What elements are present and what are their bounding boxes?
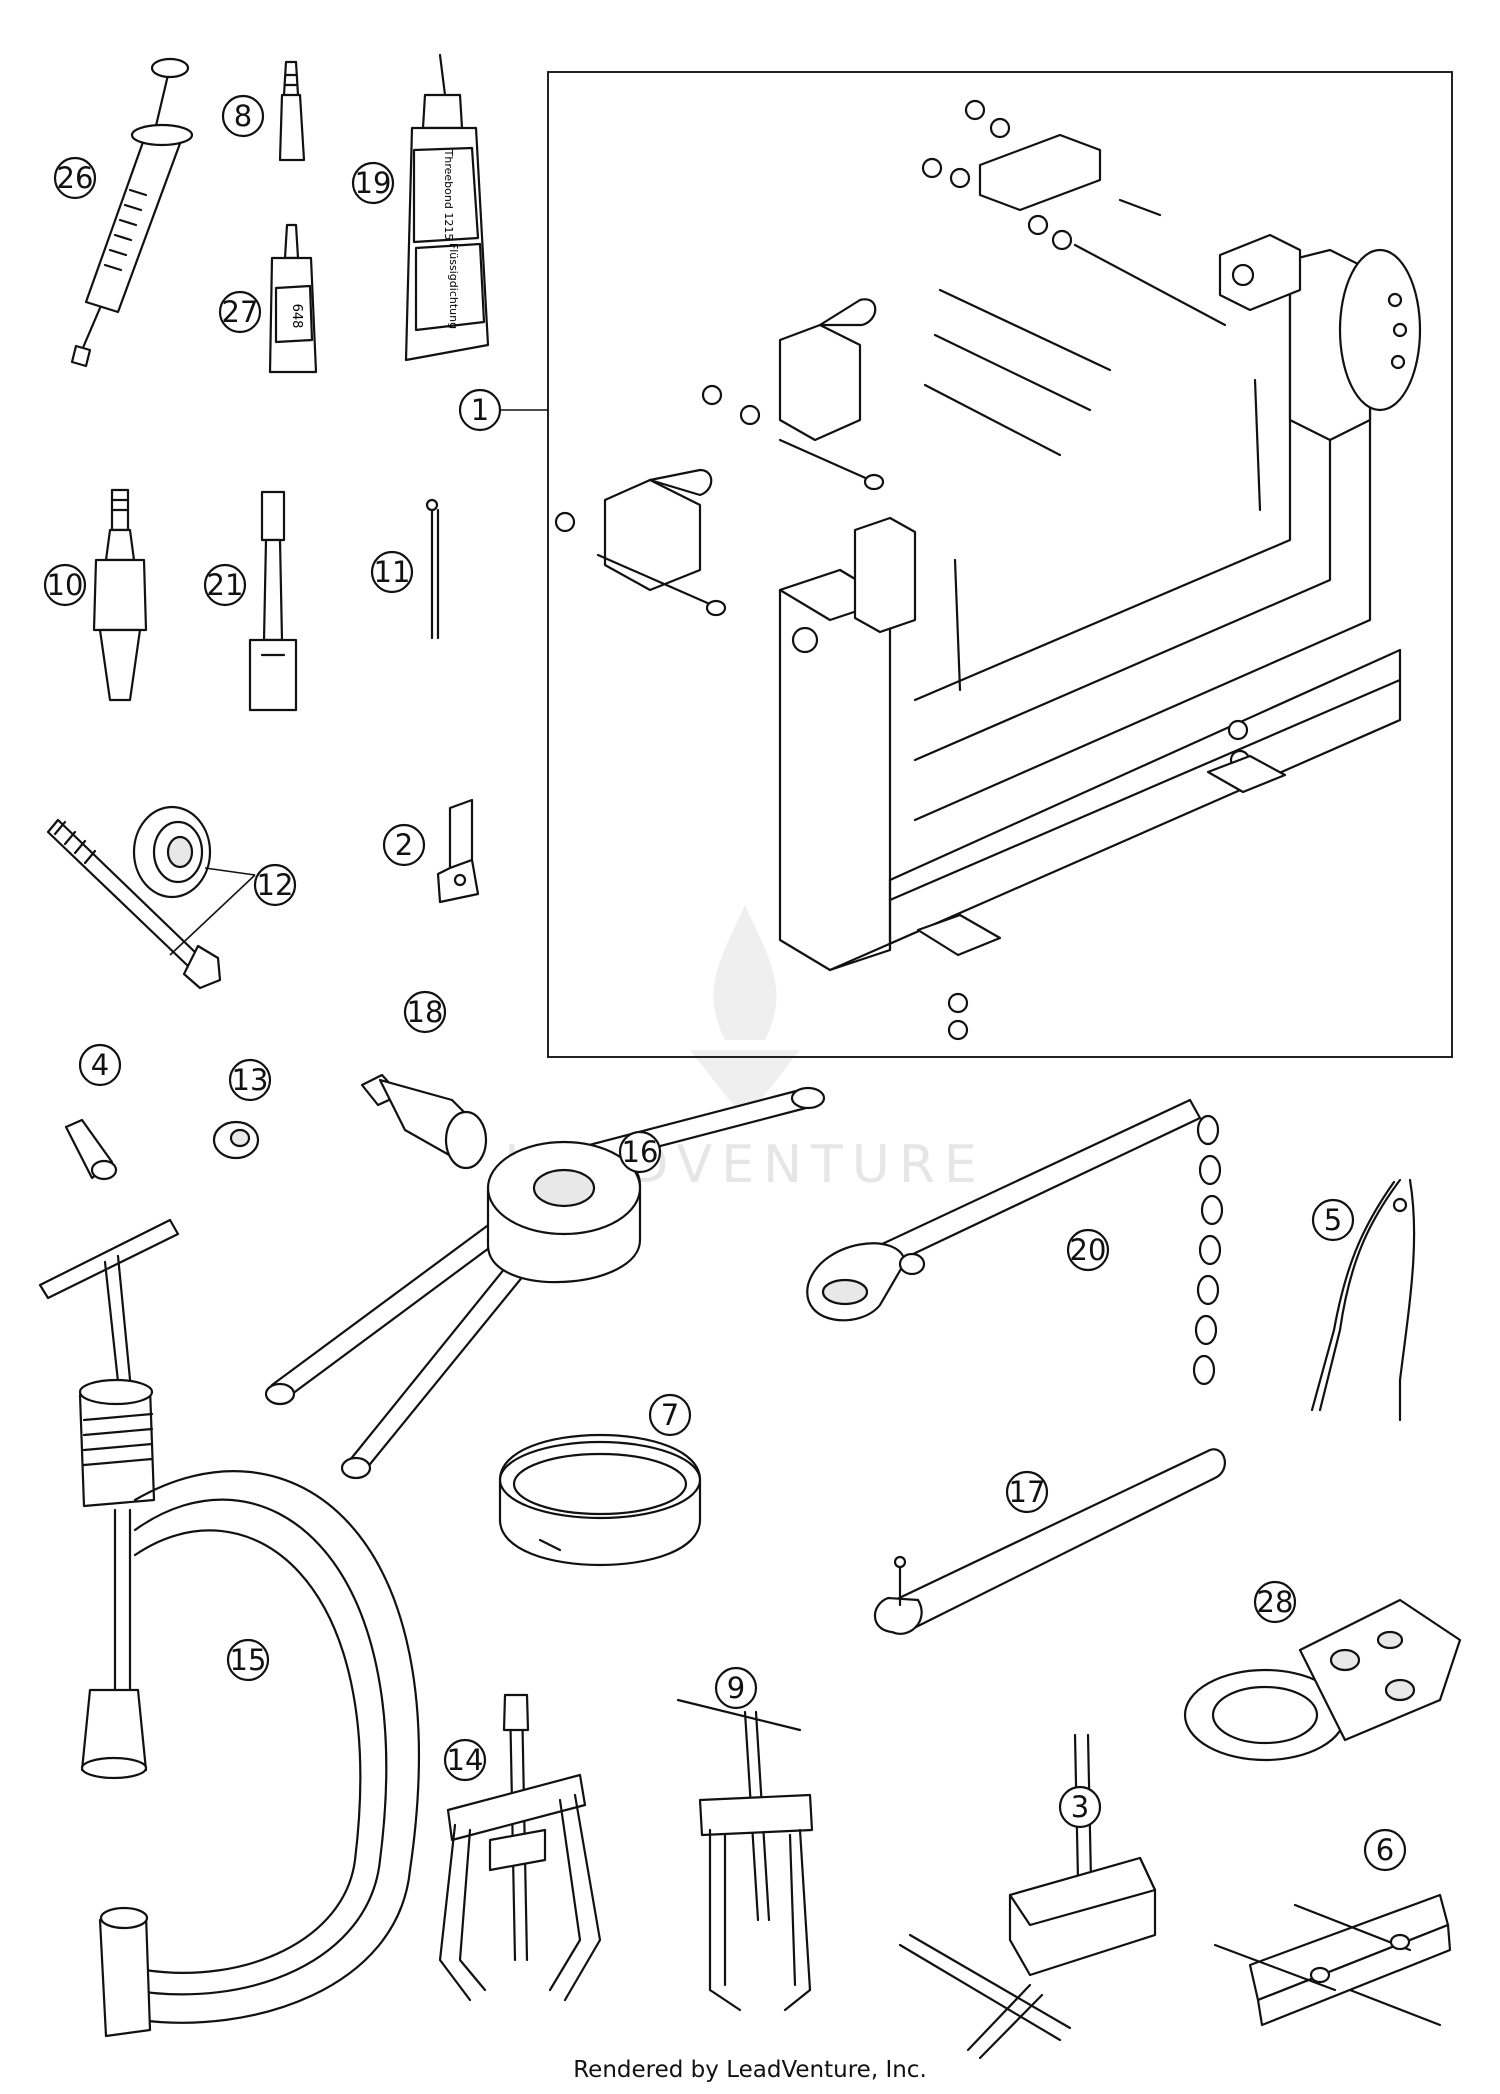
- svg-text:5: 5: [1324, 1203, 1342, 1237]
- part-6-separating-bar: [1213, 1893, 1452, 2027]
- part-17-holding-wrench: [873, 1448, 1226, 1635]
- part-8-small-tube: [278, 60, 306, 162]
- svg-text:26: 26: [57, 161, 94, 195]
- svg-text:27: 27: [222, 295, 259, 329]
- svg-text:19: 19: [355, 166, 392, 200]
- callout-17: 17: [1005, 1470, 1049, 1514]
- callout-10: 10: [43, 563, 87, 607]
- part-3-chain-riveter: [898, 1733, 1157, 2060]
- callout-27: 27: [218, 290, 262, 334]
- part-26-grease-syringe: [70, 57, 194, 368]
- part-27-thread-locker-bottle: 648: [268, 223, 318, 374]
- part-2-bracket: [436, 798, 480, 904]
- part-10-extractor: [92, 488, 148, 702]
- part-5-circlip-pliers: [1310, 1178, 1416, 1422]
- part-12-bolt-and-bearing: [46, 805, 256, 990]
- bottle-label: 648: [289, 304, 304, 329]
- svg-text:16: 16: [622, 1135, 659, 1169]
- callout-28: 28: [1253, 1580, 1297, 1624]
- part-16-puller-bridge: [264, 1086, 826, 1480]
- tube-sublabel: Flüssigdichtung: [447, 243, 460, 329]
- part-4-cone: [64, 1118, 118, 1181]
- callout-3: 3: [1058, 1785, 1102, 1829]
- callout-14: 14: [443, 1738, 487, 1782]
- callout-9: 9: [714, 1666, 758, 1710]
- svg-text:21: 21: [207, 568, 244, 602]
- part-18-socket-adapter: [360, 1073, 488, 1170]
- tube-label: Threebond 1215: [442, 149, 455, 241]
- part-13-sleeve: [212, 1120, 260, 1160]
- svg-text:2: 2: [395, 828, 413, 862]
- callout-4: 4: [78, 1043, 122, 1087]
- part-9-small-puller: [676, 1698, 814, 2012]
- callout-13: 13: [228, 1058, 272, 1102]
- svg-text:11: 11: [374, 555, 411, 589]
- callout-12: 12: [253, 863, 297, 907]
- part-28-holder-plate: [1183, 1598, 1462, 1762]
- svg-text:17: 17: [1009, 1475, 1046, 1509]
- svg-text:12: 12: [257, 868, 294, 902]
- part-20-chain-holder: [806, 1098, 1224, 1386]
- svg-text:18: 18: [407, 995, 444, 1029]
- svg-text:28: 28: [1257, 1585, 1294, 1619]
- callout-1: 1: [458, 388, 502, 432]
- svg-text:20: 20: [1070, 1233, 1107, 1267]
- svg-text:10: 10: [47, 568, 84, 602]
- callout-20: 20: [1066, 1228, 1110, 1272]
- svg-text:3: 3: [1071, 1790, 1089, 1824]
- callout-5: 5: [1311, 1198, 1355, 1242]
- callout-15: 15: [226, 1638, 270, 1682]
- callout-18: 18: [403, 990, 447, 1034]
- callout-11: 11: [370, 550, 414, 594]
- callout-19: 19: [351, 161, 395, 205]
- part-21-shaft-tool: [248, 490, 298, 712]
- part-1-engine-stand: [554, 99, 1422, 1041]
- part-14-two-jaw-puller: [438, 1693, 602, 2002]
- callouts: 1 2 3 4 5 6 7 8 9 10 11 12 13 14 15 16 1…: [43, 94, 1407, 1872]
- svg-text:14: 14: [447, 1743, 484, 1777]
- callout-16: 16: [618, 1130, 662, 1174]
- part-7-ring-compressor: [498, 1433, 702, 1567]
- svg-text:9: 9: [727, 1671, 745, 1705]
- callout-26: 26: [53, 156, 97, 200]
- callout-6: 6: [1363, 1828, 1407, 1872]
- svg-text:15: 15: [230, 1643, 267, 1677]
- svg-text:8: 8: [234, 99, 252, 133]
- callout-8: 8: [221, 94, 265, 138]
- part-11-pin: [425, 498, 440, 640]
- svg-text:1: 1: [471, 393, 489, 427]
- footer-credit: Rendered by LeadVenture, Inc.: [573, 2057, 927, 2083]
- svg-text:6: 6: [1376, 1833, 1394, 1867]
- svg-text:4: 4: [91, 1048, 109, 1082]
- svg-text:7: 7: [661, 1398, 679, 1432]
- part-1-kit-frame: [547, 71, 1453, 1058]
- callout-2: 2: [382, 823, 426, 867]
- part-19-sealant-tube: Threebond 1215 Flüssigdichtung: [404, 53, 490, 362]
- callout-7: 7: [648, 1393, 692, 1437]
- callout-21: 21: [203, 563, 247, 607]
- part-15-press-clamp: [38, 1218, 420, 2038]
- svg-text:13: 13: [232, 1063, 269, 1097]
